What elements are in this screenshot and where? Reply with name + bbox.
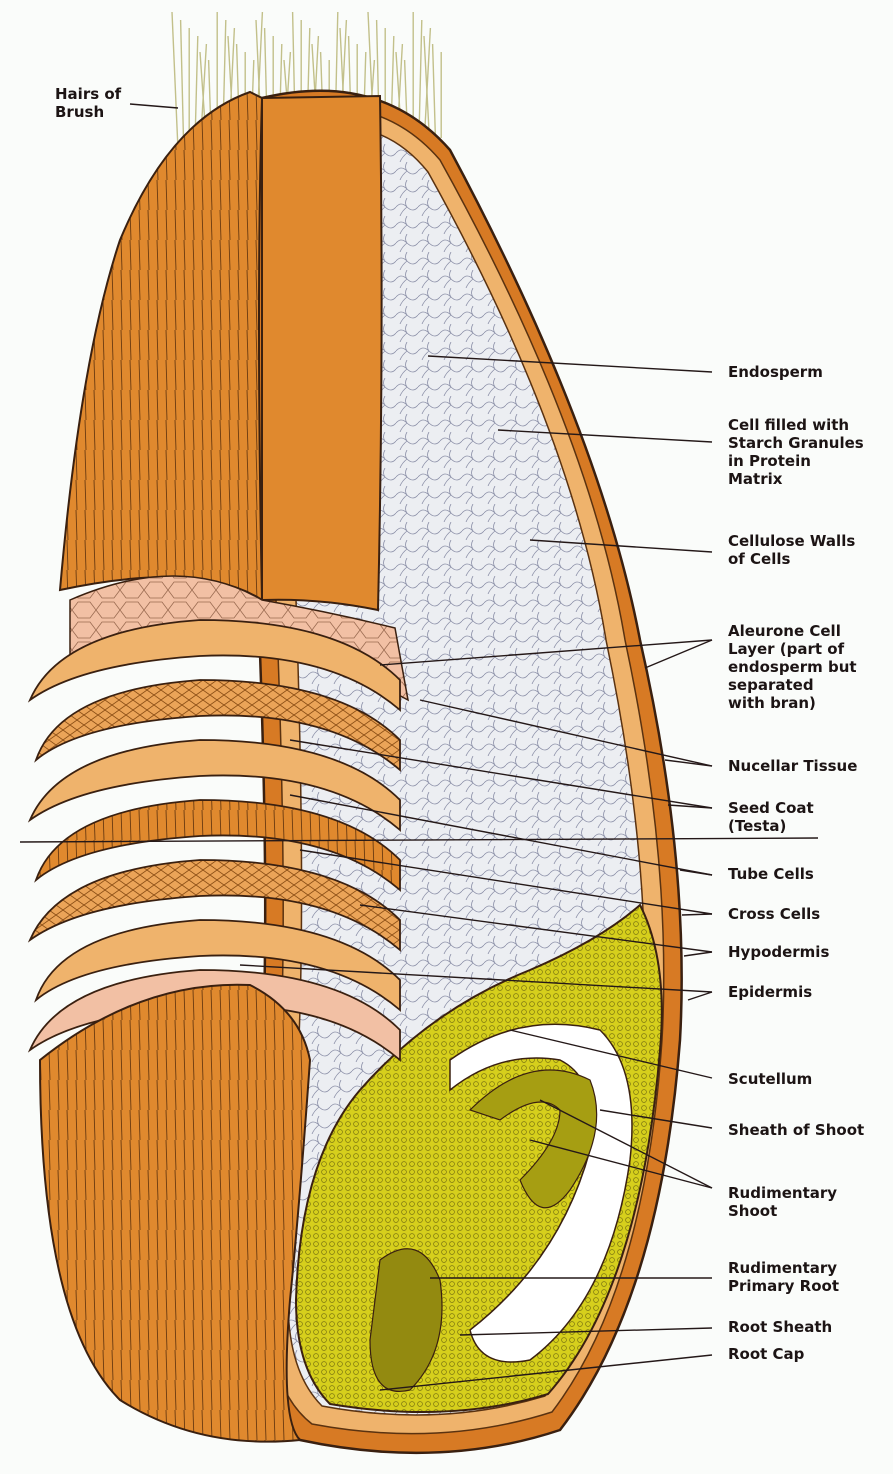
label-line: Cross Cells bbox=[728, 905, 820, 923]
label-line: Nucellar Tissue bbox=[728, 757, 857, 775]
label-line: Cellulose Walls bbox=[728, 532, 855, 550]
label-line: of Cells bbox=[728, 550, 791, 568]
label-line: separated bbox=[728, 676, 814, 694]
brush-hair bbox=[172, 12, 178, 150]
label-seed-coat: Seed Coat(Testa) bbox=[728, 799, 814, 835]
leader-line bbox=[684, 952, 712, 956]
label-line: Epidermis bbox=[728, 983, 812, 1001]
label-line: Primary Root bbox=[728, 1277, 839, 1295]
label-nucellar: Nucellar Tissue bbox=[728, 757, 857, 775]
brush-hair bbox=[181, 20, 184, 144]
label-endosperm: Endosperm bbox=[728, 363, 823, 381]
label-scutellum: Scutellum bbox=[728, 1070, 812, 1088]
label-line: endosperm but bbox=[728, 658, 857, 676]
label-line: Starch Granules bbox=[728, 434, 864, 452]
label-cross-cells: Cross Cells bbox=[728, 905, 820, 923]
leader-line bbox=[682, 914, 712, 915]
brush-hair bbox=[433, 44, 436, 144]
label-line: Seed Coat bbox=[728, 799, 814, 817]
label-line: Layer (part of bbox=[728, 640, 845, 658]
label-line: with bran) bbox=[728, 694, 816, 712]
bran-bottom bbox=[40, 985, 310, 1442]
label-line: Cell filled with bbox=[728, 416, 849, 434]
leader-line bbox=[688, 992, 712, 1000]
label-line: Endosperm bbox=[728, 363, 823, 381]
label-epidermis: Epidermis bbox=[728, 983, 812, 1001]
label-line: Rudimentary bbox=[728, 1259, 837, 1277]
label-line: (Testa) bbox=[728, 817, 786, 835]
label-line: Hairs of bbox=[55, 85, 122, 103]
bran-top bbox=[60, 92, 262, 600]
label-line: Rudimentary bbox=[728, 1184, 837, 1202]
leader-line bbox=[130, 104, 178, 108]
label-line: Scutellum bbox=[728, 1070, 812, 1088]
label-tube-cells: Tube Cells bbox=[728, 865, 814, 883]
label-line: Brush bbox=[55, 103, 104, 121]
label-line: in Protein bbox=[728, 452, 811, 470]
label-hypodermis: Hypodermis bbox=[728, 943, 829, 961]
label-line: Aleurone Cell bbox=[728, 622, 841, 640]
label-line: Hypodermis bbox=[728, 943, 829, 961]
brush-hair bbox=[424, 28, 430, 138]
bran-inner bbox=[262, 96, 382, 610]
label-line: Sheath of Shoot bbox=[728, 1121, 864, 1139]
label-root-cap: Root Cap bbox=[728, 1345, 805, 1363]
label-root-sheath: Root Sheath bbox=[728, 1318, 832, 1336]
label-line: Root Cap bbox=[728, 1345, 805, 1363]
label-line: Matrix bbox=[728, 470, 783, 488]
label-line: Tube Cells bbox=[728, 865, 814, 883]
label-sheath-shoot: Sheath of Shoot bbox=[728, 1121, 864, 1139]
label-line: Root Sheath bbox=[728, 1318, 832, 1336]
label-line: Shoot bbox=[728, 1202, 777, 1220]
